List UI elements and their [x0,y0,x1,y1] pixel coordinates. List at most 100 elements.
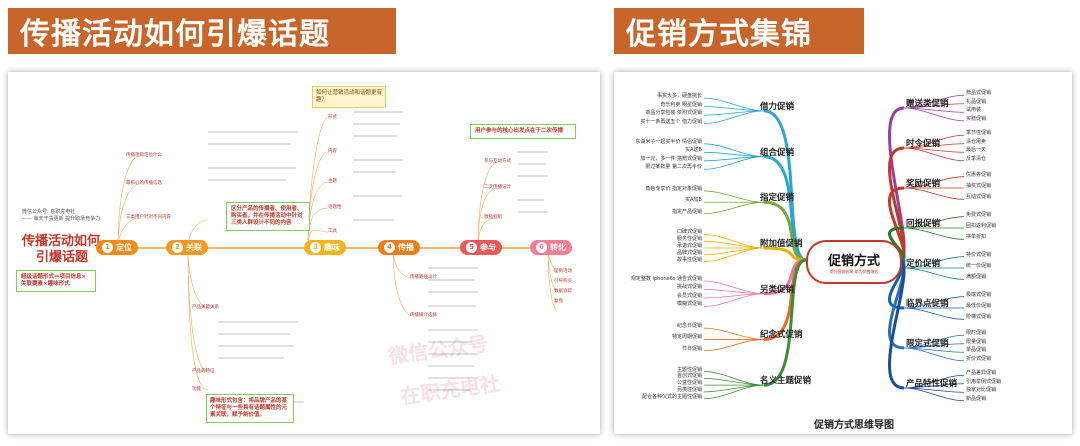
leaf-line-left-0-1 [703,106,765,112]
leaf-label-right-0-0: 赠品式促销 [966,90,992,97]
branch-label-left-6: 名义主题促销 [760,376,812,387]
leaf-label-left-3-1: 服务性促销 [676,236,702,243]
branch-line-left-2 [763,200,807,262]
branch-label-left-3: 附加值促销 [760,239,803,249]
leaf-label-right-5-1: 最低价促销 [966,303,992,309]
zhuanhua-sub-1: 促销活动 [554,269,572,274]
stage-5-number: 5 [466,242,477,253]
quwei-sub-5: 工具 [328,229,337,234]
right-banner-title: 促销方式集锦 [614,8,864,54]
mindmap-footer: 促销方式思维导图 [814,420,894,431]
center-subtitle: 提升营销效果 助力销售增长 [829,268,879,274]
leaf-label-right-4-1: 统一价促销 [966,263,992,269]
leaf-line-left-5-0 [703,327,765,340]
leaf-label-left-4-3: 模糊式促销 [676,301,702,308]
leaf-label-left-3-4: 故事性促销 [676,256,702,263]
leaf-line-left-2-0 [703,190,765,203]
leaf-label-right-2-1: 抽奖式促销 [966,183,992,189]
leaf-label-left-3-2: 承诺式促销 [676,243,702,249]
stage-zhuanhua: 6 转化 [530,240,572,255]
branch-label-right-7: 产品特性促销 [906,379,958,389]
leaf-label-right-7-2: 独家对比促销 [966,387,997,394]
canyu-sub-3: 激励机制 [484,215,502,220]
leaf-label-right-6-2: 单品促销 [966,347,987,354]
stage-4-label: 传播 [398,243,414,252]
mid-callout: 区分产品的传播者、使用者、购买者，并在传播活动中针对三类人群设计不同的内容 [226,202,310,231]
author-line-1: 微信公众号: 在职充电社 [22,209,76,215]
stage-2-label: 关联 [186,243,202,252]
leaf-label-left-0-2: 商品分享包装 依附式促销 [645,110,702,117]
leaf-label-right-6-1: 限量促销 [966,338,987,345]
leaf-label-right-4-2: 满额促销 [966,274,987,281]
leaf-line-right-1-3 [903,147,965,162]
zhuanhua-sub-4: 复盘 [554,299,563,304]
leaf-label-left-1-1: 买A送B [685,147,702,154]
leaf-label-left-2-1: 买A加B [685,197,702,204]
branch-label-right-0: 赠送类促销 [906,99,949,109]
leaf-line-right-3-2 [903,227,965,240]
stage-1-number: 1 [102,242,113,253]
leaf-line-left-2-2 [703,201,765,215]
leaf-label-left-6-1: 首创式促销 [676,373,702,380]
stage-dingwei: 1 定位 [96,240,138,255]
leaf-label-right-0-3: 买赠促销 [966,115,987,122]
guanlian-sub-3: 功能 [192,387,201,392]
leaf-label-right-1-0: 季节性促销 [966,130,992,137]
leaf-label-left-3-0: 口碑式促销 [676,229,702,236]
stage-6-label: 转化 [550,243,566,252]
leaf-label-left-6-0: 主题性促销 [676,366,702,373]
guanlian-sub-2: 产品的特征 [192,369,215,374]
center-title: 促销方式 [827,253,880,269]
leaf-label-left-1-3: 限过某数量 第二次再半价 [645,164,702,171]
leaf-label-right-6-3: 折价式促销 [966,355,992,362]
branch-label-left-0: 借力促销 [760,101,795,112]
leaf-line-left-1-3 [703,156,765,170]
leaf-line-left-6-0 [703,371,765,386]
stage-1-label: 定位 [116,243,132,252]
branch-label-left-5: 纪念式促销 [760,330,803,341]
stage-4-number: 4 [384,242,395,253]
leaf-label-left-1-0: 东湖米子一起买半价 情侣促销 [635,138,702,145]
leaf-label-right-2-0: 优惠券促销 [966,171,992,178]
leaf-line-right-0-3 [903,107,965,122]
bottom-callout: 趣味形式包含：将品牌产品的某个特征与一些具有话题属性的元素关联，赋予新价值。 [206,394,294,423]
canyu-sub-2: 二次传播设计 [484,185,511,190]
leaf-label-right-0-1: 礼品促销 [966,98,987,105]
leaf-label-left-3-3: 品牌式促销 [676,249,702,256]
leaf-label-right-4-0: 特价式促销 [966,251,992,258]
leaf-label-right-7-0: 产品差异促销 [966,370,997,377]
mindmap-title-line-1: 传播活动如何 [22,234,101,249]
leaf-line-right-5-2 [903,307,965,320]
branch-label-right-1: 时令促销 [906,139,941,149]
leaf-line-right-7-3 [903,387,965,402]
leaf-line-left-3-0 [703,234,765,249]
leaf-label-left-4-0: 规定整数 Iphone6s 通告式促销 [630,275,702,282]
right-callout: 用户参与的核心出发点在于二次传播 [470,124,576,139]
leaf-label-left-2-2: 指定产品促销 [671,208,702,215]
stage-chuanbo: 4 传播 [378,240,420,255]
quwei-sub-2: 内容 [328,149,337,154]
branch-label-left-1: 组合促销 [760,147,795,158]
stage-3-number: 3 [310,242,321,253]
leaf-line-left-3-4 [703,247,765,262]
top-callout: 如何让营销活动和话题更有趣？ [312,86,386,108]
viral-topic-mindmap: 微信公众号: 在职充电社 —— 每天干货更新 提升职场竞争力 传播活动如何 引爆… [8,72,600,434]
leaf-label-right-5-2: 阶梯式促销 [966,314,992,321]
leaf-label-left-0-3: 买十一条再送五个 借力促销 [640,118,702,125]
author-line-2: —— 每天干货更新 提升职场竞争力 [22,216,101,222]
stage-6-number: 6 [536,242,547,253]
leaf-label-right-3-0: 免费式促销 [966,211,992,218]
leaf-line-left-1-1 [703,151,765,157]
branch-label-left-4: 另类促销 [760,284,795,295]
left-banner-title: 传播活动如何引爆话题 [8,8,396,54]
leaf-line-left-4-3 [703,293,765,307]
branch-label-right-4: 定价促销 [906,259,941,269]
leaf-label-right-7-1: 引用举例式促销 [966,378,1002,385]
leaf-label-left-6-2: 公益性促销 [676,380,702,387]
quwei-sub-3: 主题 [328,179,337,184]
leaf-label-left-0-1: 奇乐利卖 明星促销 [660,101,702,108]
leaf-label-right-1-3: 反季清仓 [966,155,987,162]
branch-label-right-6: 限定式促销 [906,339,949,349]
stage-quwei: 3 趣味 [304,240,346,255]
leaf-line-right-2-2 [903,187,965,200]
